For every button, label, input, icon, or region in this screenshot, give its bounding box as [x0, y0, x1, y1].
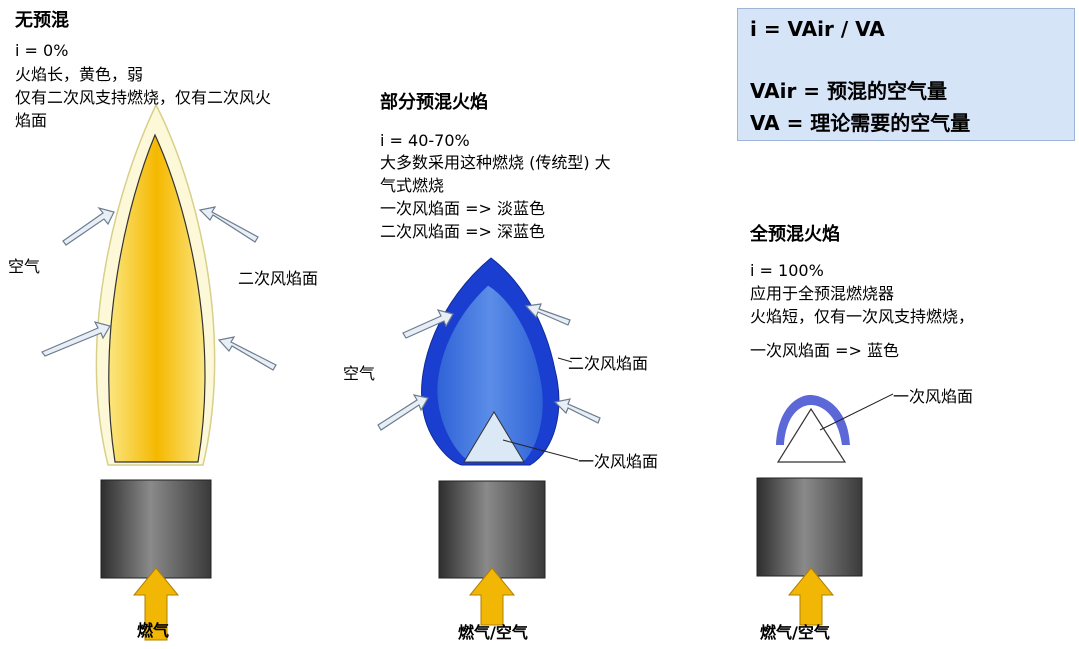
partial-premix-line-2: 气式燃烧	[380, 175, 444, 196]
full-premix-primary-line: 一次风焰面 => 蓝色	[750, 340, 899, 361]
partial-premix-fuel-label: 燃气/空气	[458, 622, 528, 643]
formula-line-3: VA = 理论需要的空气量	[750, 107, 970, 136]
partial-premix-line-4: 二次风焰面 => 深蓝色	[380, 221, 545, 242]
partial-premix-secondary-label: 二次风焰面	[568, 353, 648, 374]
partial-premix-ratio: i = 40-70%	[380, 130, 470, 151]
no-premix-air-label: 空气	[8, 256, 40, 277]
full-premix-burner	[757, 478, 862, 625]
formula-line-1: i = VAir / VA	[750, 17, 885, 41]
no-premix-line-2: 仅有二次风支持燃烧，仅有二次风火	[15, 87, 271, 108]
formula-line-2: VAir = 预混的空气量	[750, 75, 947, 104]
partial-premix-burner	[439, 481, 545, 625]
no-premix-fuel-label: 燃气	[137, 620, 169, 641]
no-premix-line-1: 火焰长，黄色，弱	[15, 64, 143, 85]
partial-premix-line-3: 一次风焰面 => 淡蓝色	[380, 198, 545, 219]
no-premix-line-3: 焰面	[15, 110, 47, 131]
full-premix-primary-label: 一次风焰面	[893, 386, 973, 407]
partial-premix-primary-label: 一次风焰面	[578, 451, 658, 472]
partial-premix-title: 部分预混火焰	[380, 92, 488, 113]
formula-box: i = VAir / VA VAir = 预混的空气量 VA = 理论需要的空气…	[737, 8, 1075, 141]
full-premix-fuel-label: 燃气/空气	[760, 622, 830, 643]
partial-premix-flame	[422, 258, 559, 465]
no-premix-flame	[97, 105, 215, 465]
no-premix-secondary-label: 二次风焰面	[238, 268, 318, 289]
full-premix-line-2: 火焰短，仅有一次风支持燃烧，	[750, 306, 974, 327]
partial-premix-air-label: 空气	[343, 363, 375, 384]
full-premix-ratio: i = 100%	[750, 260, 824, 281]
full-premix-flame	[776, 395, 850, 462]
no-premix-title: 无预混	[15, 10, 69, 31]
no-premix-burner	[101, 480, 211, 640]
full-premix-line-1: 应用于全预混燃烧器	[750, 283, 894, 304]
no-premix-ratio: i = 0%	[15, 40, 68, 61]
full-premix-title: 全预混火焰	[750, 224, 840, 245]
partial-premix-line-1: 大多数采用这种燃烧 (传统型) 大	[380, 152, 611, 173]
